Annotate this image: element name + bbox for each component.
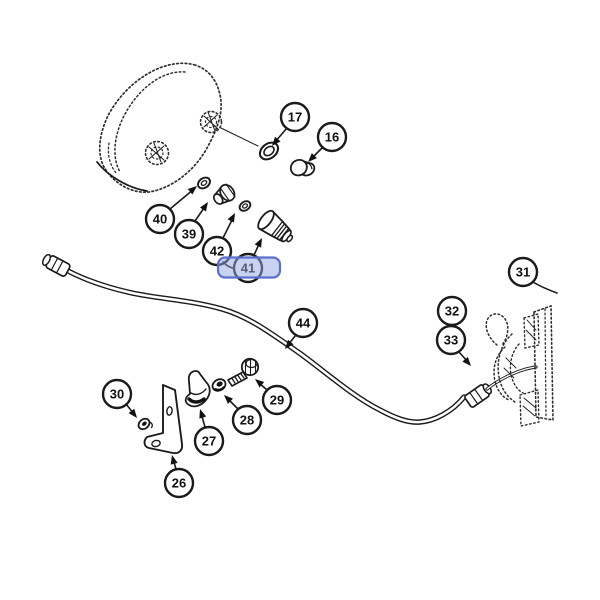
callout-26[interactable]: 26 xyxy=(163,454,195,499)
callout-circle[interactable] xyxy=(507,256,539,288)
leader-line xyxy=(169,188,195,210)
hose-44-drawing xyxy=(41,253,538,425)
leader-arrowhead xyxy=(308,153,317,162)
leader-arrowhead xyxy=(187,186,197,195)
leader-arrowhead xyxy=(224,395,233,404)
callout-circle[interactable] xyxy=(279,101,311,133)
housing-outline-drawing xyxy=(96,62,259,194)
part-30-clip-drawing xyxy=(137,417,153,431)
leader-line xyxy=(532,281,558,294)
callout-31[interactable]: 31 xyxy=(507,256,558,294)
part-41-sender-drawing xyxy=(257,209,294,243)
callout-28[interactable]: 28 xyxy=(221,392,263,436)
hose-left-fitting xyxy=(41,253,71,277)
callout-30[interactable]: 30 xyxy=(101,378,140,420)
callout-41[interactable]: 41 xyxy=(216,236,282,284)
callout-circle[interactable] xyxy=(261,384,293,416)
callout-16[interactable]: 16 xyxy=(305,121,348,165)
part-28-nut-drawing xyxy=(211,378,227,392)
part-16-cap-drawing xyxy=(289,158,316,177)
callout-44[interactable]: 44 xyxy=(282,307,319,351)
callout-number: 33 xyxy=(444,333,458,348)
callout-circle[interactable] xyxy=(193,425,225,457)
leader-arrowhead xyxy=(128,408,137,418)
callout-number: 44 xyxy=(296,316,311,331)
callout-number: 16 xyxy=(325,130,339,145)
callout-circle[interactable] xyxy=(101,378,133,410)
callout-27[interactable]: 27 xyxy=(193,408,225,457)
callout-circle[interactable] xyxy=(173,218,205,250)
callout-17[interactable]: 17 xyxy=(269,101,311,148)
callout-number: 30 xyxy=(110,387,124,402)
callout-number: 39 xyxy=(182,227,196,242)
callout-circle[interactable] xyxy=(435,324,467,356)
callout-number: 42 xyxy=(210,244,224,259)
part-42-seal-drawing xyxy=(238,200,252,212)
callout-number: 31 xyxy=(516,265,530,280)
leader-arrowhead xyxy=(199,409,207,419)
selection-highlight xyxy=(216,256,282,279)
part-27-wedge-drawing xyxy=(184,370,211,408)
callout-circle[interactable] xyxy=(287,307,319,339)
callout-32[interactable]: 32 xyxy=(436,295,468,327)
pump-assembly-drawing xyxy=(485,304,554,427)
part-17-seal-drawing xyxy=(258,141,280,161)
part-29-bolt-drawing xyxy=(227,357,260,387)
callout-circle[interactable] xyxy=(316,121,348,153)
part-40-washer-drawing xyxy=(197,176,211,190)
callout-circle[interactable] xyxy=(144,203,176,235)
part-39-fitting-drawing xyxy=(212,183,236,205)
callout-number: 32 xyxy=(445,304,459,319)
leader-arrowhead xyxy=(170,455,178,465)
leader-arrowhead xyxy=(462,356,471,366)
leader-arrowhead xyxy=(199,202,208,212)
callout-number: 28 xyxy=(240,413,254,428)
leader-arrowhead xyxy=(227,213,235,223)
callout-circle[interactable] xyxy=(163,467,195,499)
leader-arrowhead xyxy=(255,379,265,388)
callout-number: 40 xyxy=(153,212,167,227)
callout-40[interactable]: 40 xyxy=(144,183,199,235)
housing-boss-upper xyxy=(199,110,223,134)
leader-arrowhead xyxy=(254,238,262,248)
callout-number: 26 xyxy=(172,476,186,491)
callout-number: 17 xyxy=(288,110,302,125)
callout-39[interactable]: 39 xyxy=(173,200,211,250)
leader-arrowhead xyxy=(285,339,294,349)
leader-arrowhead xyxy=(272,136,281,146)
callout-33[interactable]: 33 xyxy=(435,324,474,368)
callout-circle[interactable] xyxy=(231,404,263,436)
boss-to-seal-leader xyxy=(220,127,259,147)
callout-number: 29 xyxy=(270,393,284,408)
housing-boss-lower xyxy=(144,140,170,166)
callout-number: 27 xyxy=(202,434,216,449)
part-26-bracket-drawing xyxy=(143,384,184,455)
callout-29[interactable]: 29 xyxy=(253,376,293,416)
